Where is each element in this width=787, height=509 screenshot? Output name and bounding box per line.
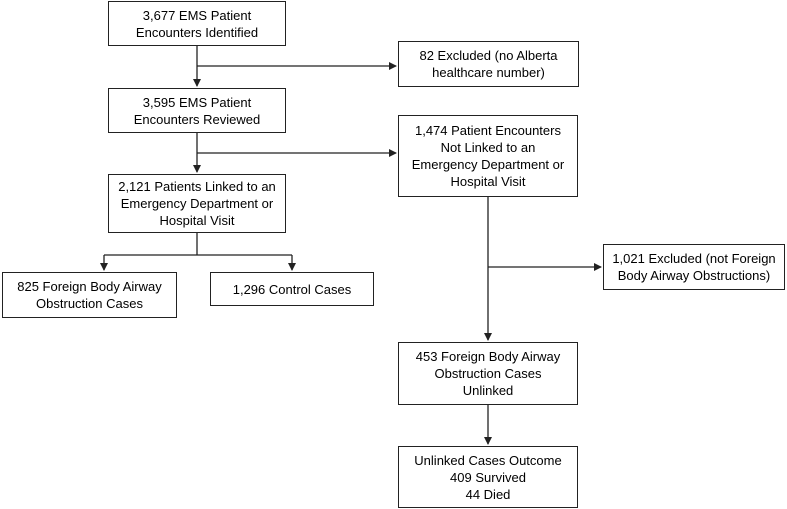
box-unlinked-cases-label: 453 Foreign Body Airway Obstruction Case… <box>415 349 561 398</box>
box-unlinked-cases: 453 Foreign Body Airway Obstruction Case… <box>398 342 578 405</box>
box-unlinked-outcome: Unlinked Cases Outcome 409 Survived 44 D… <box>398 446 578 508</box>
box-linked-label: 2,121 Patients Linked to an Emergency De… <box>118 179 276 228</box>
box-unlinked-outcome-label: Unlinked Cases Outcome 409 Survived 44 D… <box>414 452 562 502</box>
box-encounters-reviewed: 3,595 EMS Patient Encounters Reviewed <box>108 88 286 133</box>
box-excluded-no-healthcare-number-label: 82 Excluded (no Alberta healthcare numbe… <box>419 48 558 80</box>
box-encounters-reviewed-label: 3,595 EMS Patient Encounters Reviewed <box>133 94 261 127</box>
box-not-linked: 1,474 Patient Encounters Not Linked to a… <box>398 115 578 197</box>
box-encounters-identified: 3,677 EMS Patient Encounters Identified <box>108 1 286 46</box>
box-control-cases-label: 1,296 Control Cases <box>232 281 352 297</box>
box-excluded-not-fbao: 1,021 Excluded (not Foreign Body Airway … <box>603 244 785 290</box>
box-encounters-identified-label: 3,677 EMS Patient Encounters Identified <box>135 7 259 40</box>
box-excluded-not-fbao-label: 1,021 Excluded (not Foreign Body Airway … <box>612 251 776 283</box>
box-fbao-cases-label: 825 Foreign Body Airway Obstruction Case… <box>17 279 162 311</box>
box-not-linked-label: 1,474 Patient Encounters Not Linked to a… <box>411 123 565 189</box>
box-control-cases: 1,296 Control Cases <box>210 272 374 306</box>
box-linked: 2,121 Patients Linked to an Emergency De… <box>108 174 286 233</box>
box-excluded-no-healthcare-number: 82 Excluded (no Alberta healthcare numbe… <box>398 41 579 87</box>
box-fbao-cases: 825 Foreign Body Airway Obstruction Case… <box>2 272 177 318</box>
